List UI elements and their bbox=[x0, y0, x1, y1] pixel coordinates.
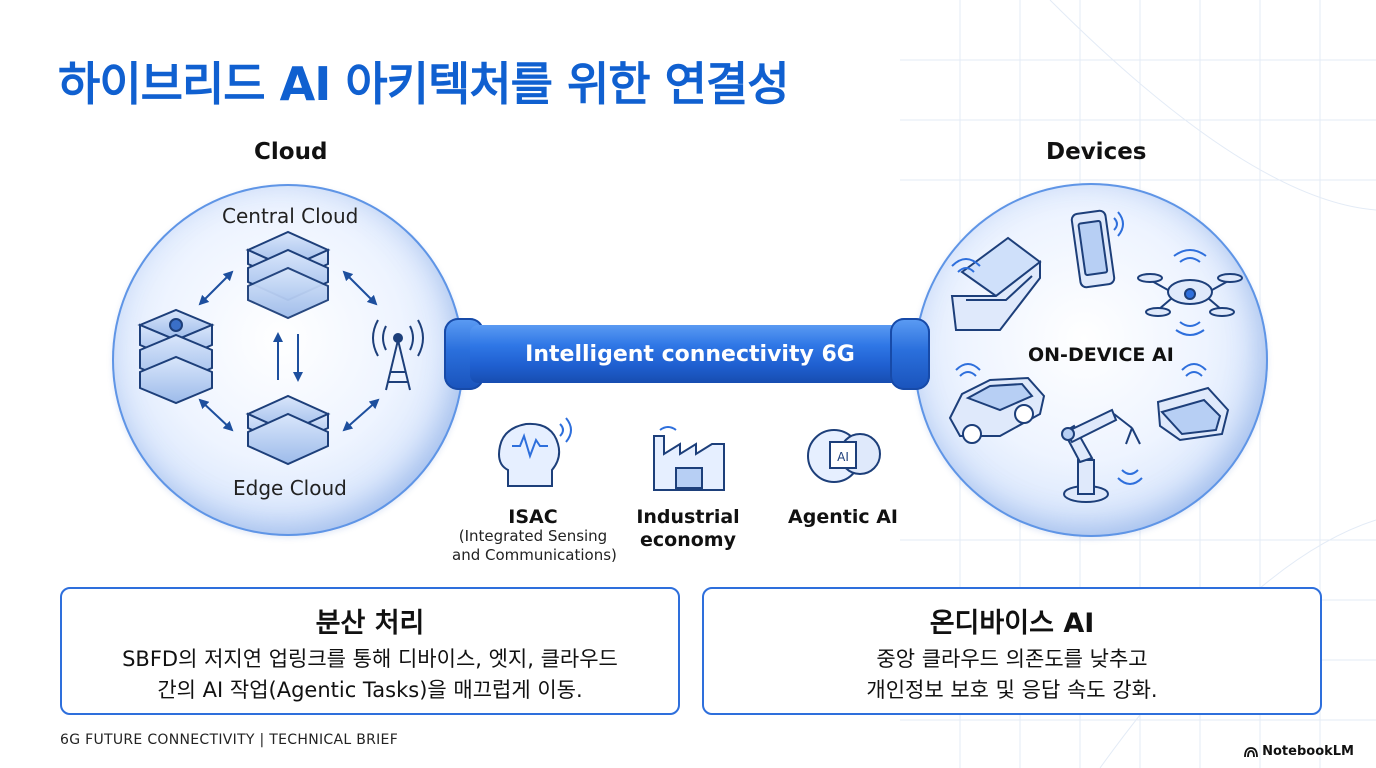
agentic-ai-label: Agentic AI bbox=[782, 506, 904, 528]
brand-name: NotebookLM bbox=[1262, 744, 1354, 759]
isac-subtitle-line2: and Communications) bbox=[452, 546, 614, 565]
industrial-label-line2: economy bbox=[622, 529, 754, 551]
smartphone-icon bbox=[1071, 210, 1115, 288]
wifi-icon bbox=[956, 364, 980, 376]
edge-server-icon bbox=[248, 396, 328, 464]
notebooklm-icon bbox=[1244, 746, 1258, 758]
card-body-line1: SBFD의 저지연 업링크를 통해 디바이스, 엣지, 클라우드 bbox=[62, 644, 678, 675]
wifi-icon bbox=[1174, 250, 1206, 262]
card-body-line1: 중앙 클라우드 의존도를 낮추고 bbox=[704, 644, 1320, 675]
card-body-line2: 간의 AI 작업(Agentic Tasks)을 매끄럽게 이동. bbox=[62, 675, 678, 706]
footer-text: 6G FUTURE CONNECTIVITY | TECHNICAL BRIEF bbox=[60, 732, 398, 748]
drone-icon bbox=[1138, 274, 1242, 316]
brain-wave-icon bbox=[499, 418, 571, 486]
factory-icon bbox=[654, 427, 724, 490]
robot-arm-icon bbox=[1062, 410, 1140, 502]
wifi-icon bbox=[1118, 470, 1142, 484]
wifi-icon bbox=[1176, 322, 1204, 335]
isac-label: ISAC bbox=[490, 506, 576, 528]
card-title: 온디바이스 AI bbox=[704, 601, 1320, 640]
distributed-processing-card: 분산 처리 SBFD의 저지연 업링크를 통해 디바이스, 엣지, 클라우드 간… bbox=[60, 587, 680, 715]
car-icon bbox=[950, 378, 1044, 443]
card-body-line2: 개인정보 보호 및 응답 속도 강화. bbox=[704, 675, 1320, 706]
ai-chip-brain-icon: AI bbox=[808, 430, 880, 482]
storage-server-icon bbox=[140, 310, 212, 403]
vr-headset-icon bbox=[1158, 388, 1228, 440]
isac-subtitle-line1: (Integrated Sensing bbox=[452, 527, 614, 546]
brand-logo: NotebookLM bbox=[1244, 744, 1354, 759]
laptop-icon bbox=[952, 238, 1040, 330]
antenna-tower-icon bbox=[373, 320, 423, 390]
central-server-icon bbox=[248, 232, 328, 318]
svg-text:AI: AI bbox=[837, 450, 849, 464]
industrial-label-line1: Industrial bbox=[622, 506, 754, 528]
card-title: 분산 처리 bbox=[62, 601, 678, 640]
on-device-ai-card: 온디바이스 AI 중앙 클라우드 의존도를 낮추고 개인정보 보호 및 응답 속… bbox=[702, 587, 1322, 715]
wifi-icon bbox=[1182, 364, 1206, 376]
wifi-icon bbox=[1114, 212, 1123, 236]
